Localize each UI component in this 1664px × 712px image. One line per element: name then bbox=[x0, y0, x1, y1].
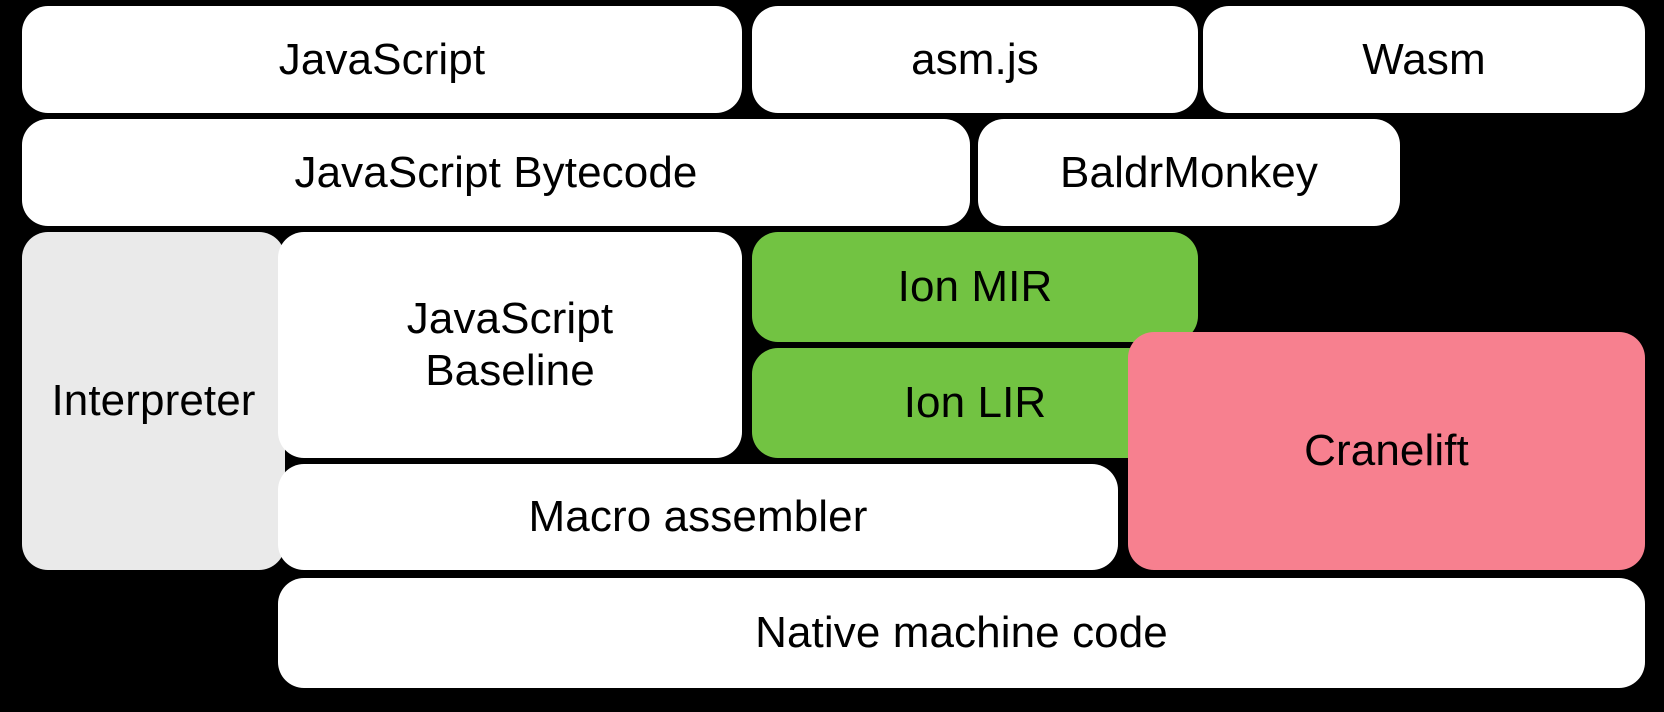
stage-label-macro-assembler: Macro assembler bbox=[528, 492, 868, 542]
stage-box-javascript-baseline: JavaScript Baseline bbox=[278, 232, 742, 458]
stage-box-ion-lir: Ion LIR bbox=[752, 348, 1198, 458]
stage-box-ion-mir: Ion MIR bbox=[752, 232, 1198, 342]
stage-box-interpreter: Interpreter bbox=[22, 232, 285, 570]
stage-label-javascript-bytecode: JavaScript Bytecode bbox=[294, 147, 698, 197]
stage-box-native-machine-code: Native machine code bbox=[278, 578, 1645, 688]
stage-box-wasm: Wasm bbox=[1203, 6, 1645, 113]
stage-label-interpreter: Interpreter bbox=[51, 376, 256, 426]
stage-box-javascript: JavaScript bbox=[22, 6, 742, 113]
stage-label-ion-lir: Ion LIR bbox=[903, 378, 1047, 428]
stage-label-native-machine-code: Native machine code bbox=[755, 608, 1168, 658]
stage-label-javascript: JavaScript bbox=[278, 34, 486, 84]
stage-label-baldrmonkey: BaldrMonkey bbox=[1060, 147, 1318, 197]
stage-box-cranelift: Cranelift bbox=[1128, 332, 1645, 570]
stage-box-baldrmonkey: BaldrMonkey bbox=[978, 119, 1400, 226]
stage-label-javascript-baseline: JavaScript Baseline bbox=[406, 294, 614, 395]
stage-label-cranelift: Cranelift bbox=[1304, 426, 1469, 476]
stage-label-wasm: Wasm bbox=[1362, 34, 1486, 84]
stage-box-javascript-bytecode: JavaScript Bytecode bbox=[22, 119, 970, 226]
stage-label-asm-js: asm.js bbox=[911, 34, 1039, 84]
stage-box-asm-js: asm.js bbox=[752, 6, 1198, 113]
stage-box-macro-assembler: Macro assembler bbox=[278, 464, 1118, 570]
stage-label-ion-mir: Ion MIR bbox=[897, 262, 1053, 312]
